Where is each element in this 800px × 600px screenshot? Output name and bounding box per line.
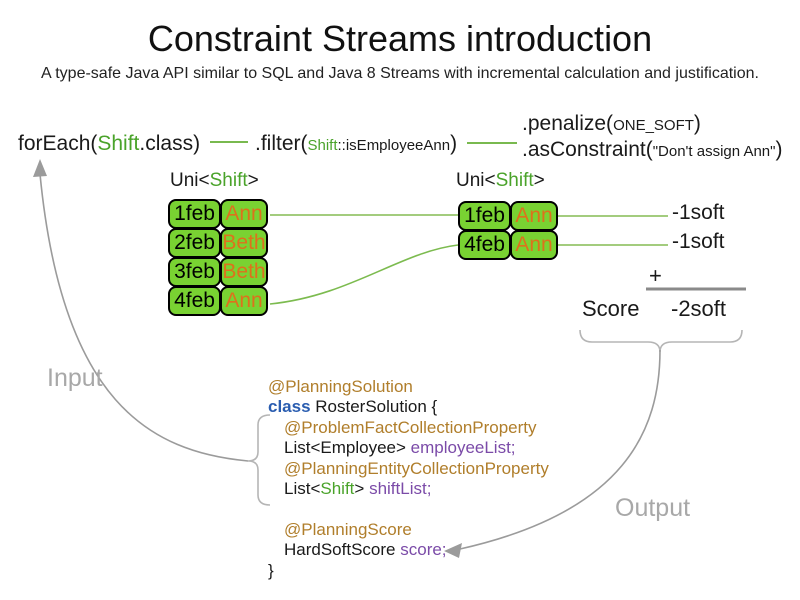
code-token: > [354, 478, 370, 498]
code-token: List<Employee> [284, 438, 411, 458]
shift-date-cell: 3feb [168, 257, 221, 287]
code-token: employeeList; [410, 438, 516, 458]
code-token: Shift [307, 137, 338, 154]
code-token: ) [775, 138, 783, 161]
code-token: > [533, 170, 545, 191]
plus-sign: + [649, 263, 662, 288]
page-subtitle: A type-safe Java API similar to SQL and … [41, 65, 759, 82]
code-token: .filter( [255, 132, 308, 155]
shift-employee-cell: Beth [220, 257, 268, 287]
code-token: HardSoftScore [284, 540, 401, 560]
shift-date-cell: 1feb [168, 199, 221, 229]
code-line: } [268, 561, 549, 581]
code-token: .asConstraint( [522, 138, 653, 161]
penalty-value-1: -1soft [672, 201, 725, 224]
score-brace [579, 329, 743, 353]
penalty-value-2: -1soft [672, 230, 725, 253]
code-token: List< [284, 478, 321, 498]
shift-employee-cell: Ann [510, 230, 558, 260]
shift-employee-cell: Ann [220, 199, 268, 229]
code-line: List<Employee> employeeList; [268, 438, 549, 458]
code-token: ) [450, 132, 458, 155]
code-token: Shift [495, 170, 534, 191]
code-token: @PlanningEntityCollectionProperty [284, 458, 549, 478]
code-line: @PlanningSolution [268, 377, 549, 397]
shift-employee-cell: Ann [220, 286, 268, 316]
code-token: score; [400, 540, 447, 560]
code-token: Uni< [456, 170, 496, 191]
code-token: Shift [320, 478, 355, 498]
code-token: @PlanningSolution [268, 377, 413, 396]
code-token: .penalize( [522, 112, 614, 135]
code-line: HardSoftScore score; [268, 540, 549, 560]
code-expression-foreach: forEach(Shift.class) [18, 132, 200, 156]
code-token: "Don't assign Ann" [652, 143, 776, 160]
shift-date-cell: 1feb [458, 201, 511, 231]
code-expression-filter: .filter(Shift::isEmployeeAnn) [255, 132, 457, 156]
code-token: class [268, 397, 316, 417]
uni-shift-label-left: Uni<Shift> [170, 170, 259, 192]
code-line: List<Shift> shiftList; [268, 479, 549, 499]
code-token: ONE_SOFT [613, 117, 694, 134]
row-link-curve-4feb [269, 244, 459, 305]
code-expression-asconstraint: .asConstraint("Don't assign Ann") [522, 138, 782, 162]
code-token: @ProblemFactCollectionProperty [284, 417, 537, 437]
code-token: Shift [97, 132, 140, 155]
code-line: @PlanningScore [268, 520, 549, 540]
shift-employee-cell: Beth [220, 228, 268, 258]
code-expression-penalize: .penalize(ONE_SOFT) [522, 112, 701, 136]
score-total-value: -2soft [671, 296, 727, 321]
code-token: > [247, 170, 259, 191]
page-title: Constraint Streams introduction [147, 18, 653, 59]
output-label: Output [615, 494, 691, 522]
code-brace [247, 414, 271, 506]
code-token: Shift [209, 170, 248, 191]
shift-date-cell: 2feb [168, 228, 221, 258]
code-token: shiftList; [369, 478, 432, 498]
shift-date-cell: 4feb [458, 230, 511, 260]
code-line: @ProblemFactCollectionProperty [268, 418, 549, 438]
score-label: Score [582, 296, 640, 321]
code-token: .class) [139, 132, 201, 155]
input-label: Input [47, 364, 103, 392]
code-line: @PlanningEntityCollectionProperty [268, 459, 549, 479]
code-line: class RosterSolution { [268, 397, 549, 417]
code-token: ) [693, 112, 701, 135]
code-line [268, 499, 549, 519]
code-token: RosterSolution { [315, 397, 438, 417]
code-token: Uni< [170, 170, 210, 191]
code-token: @PlanningScore [284, 519, 412, 539]
input-arrowhead-icon [33, 159, 47, 177]
code-token: } [268, 560, 274, 580]
shift-date-cell: 4feb [168, 286, 221, 316]
code-token: ::isEmployeeAnn [337, 137, 451, 154]
code-token: forEach( [18, 132, 98, 155]
uni-shift-label-right: Uni<Shift> [456, 170, 545, 192]
shift-employee-cell: Ann [510, 201, 558, 231]
